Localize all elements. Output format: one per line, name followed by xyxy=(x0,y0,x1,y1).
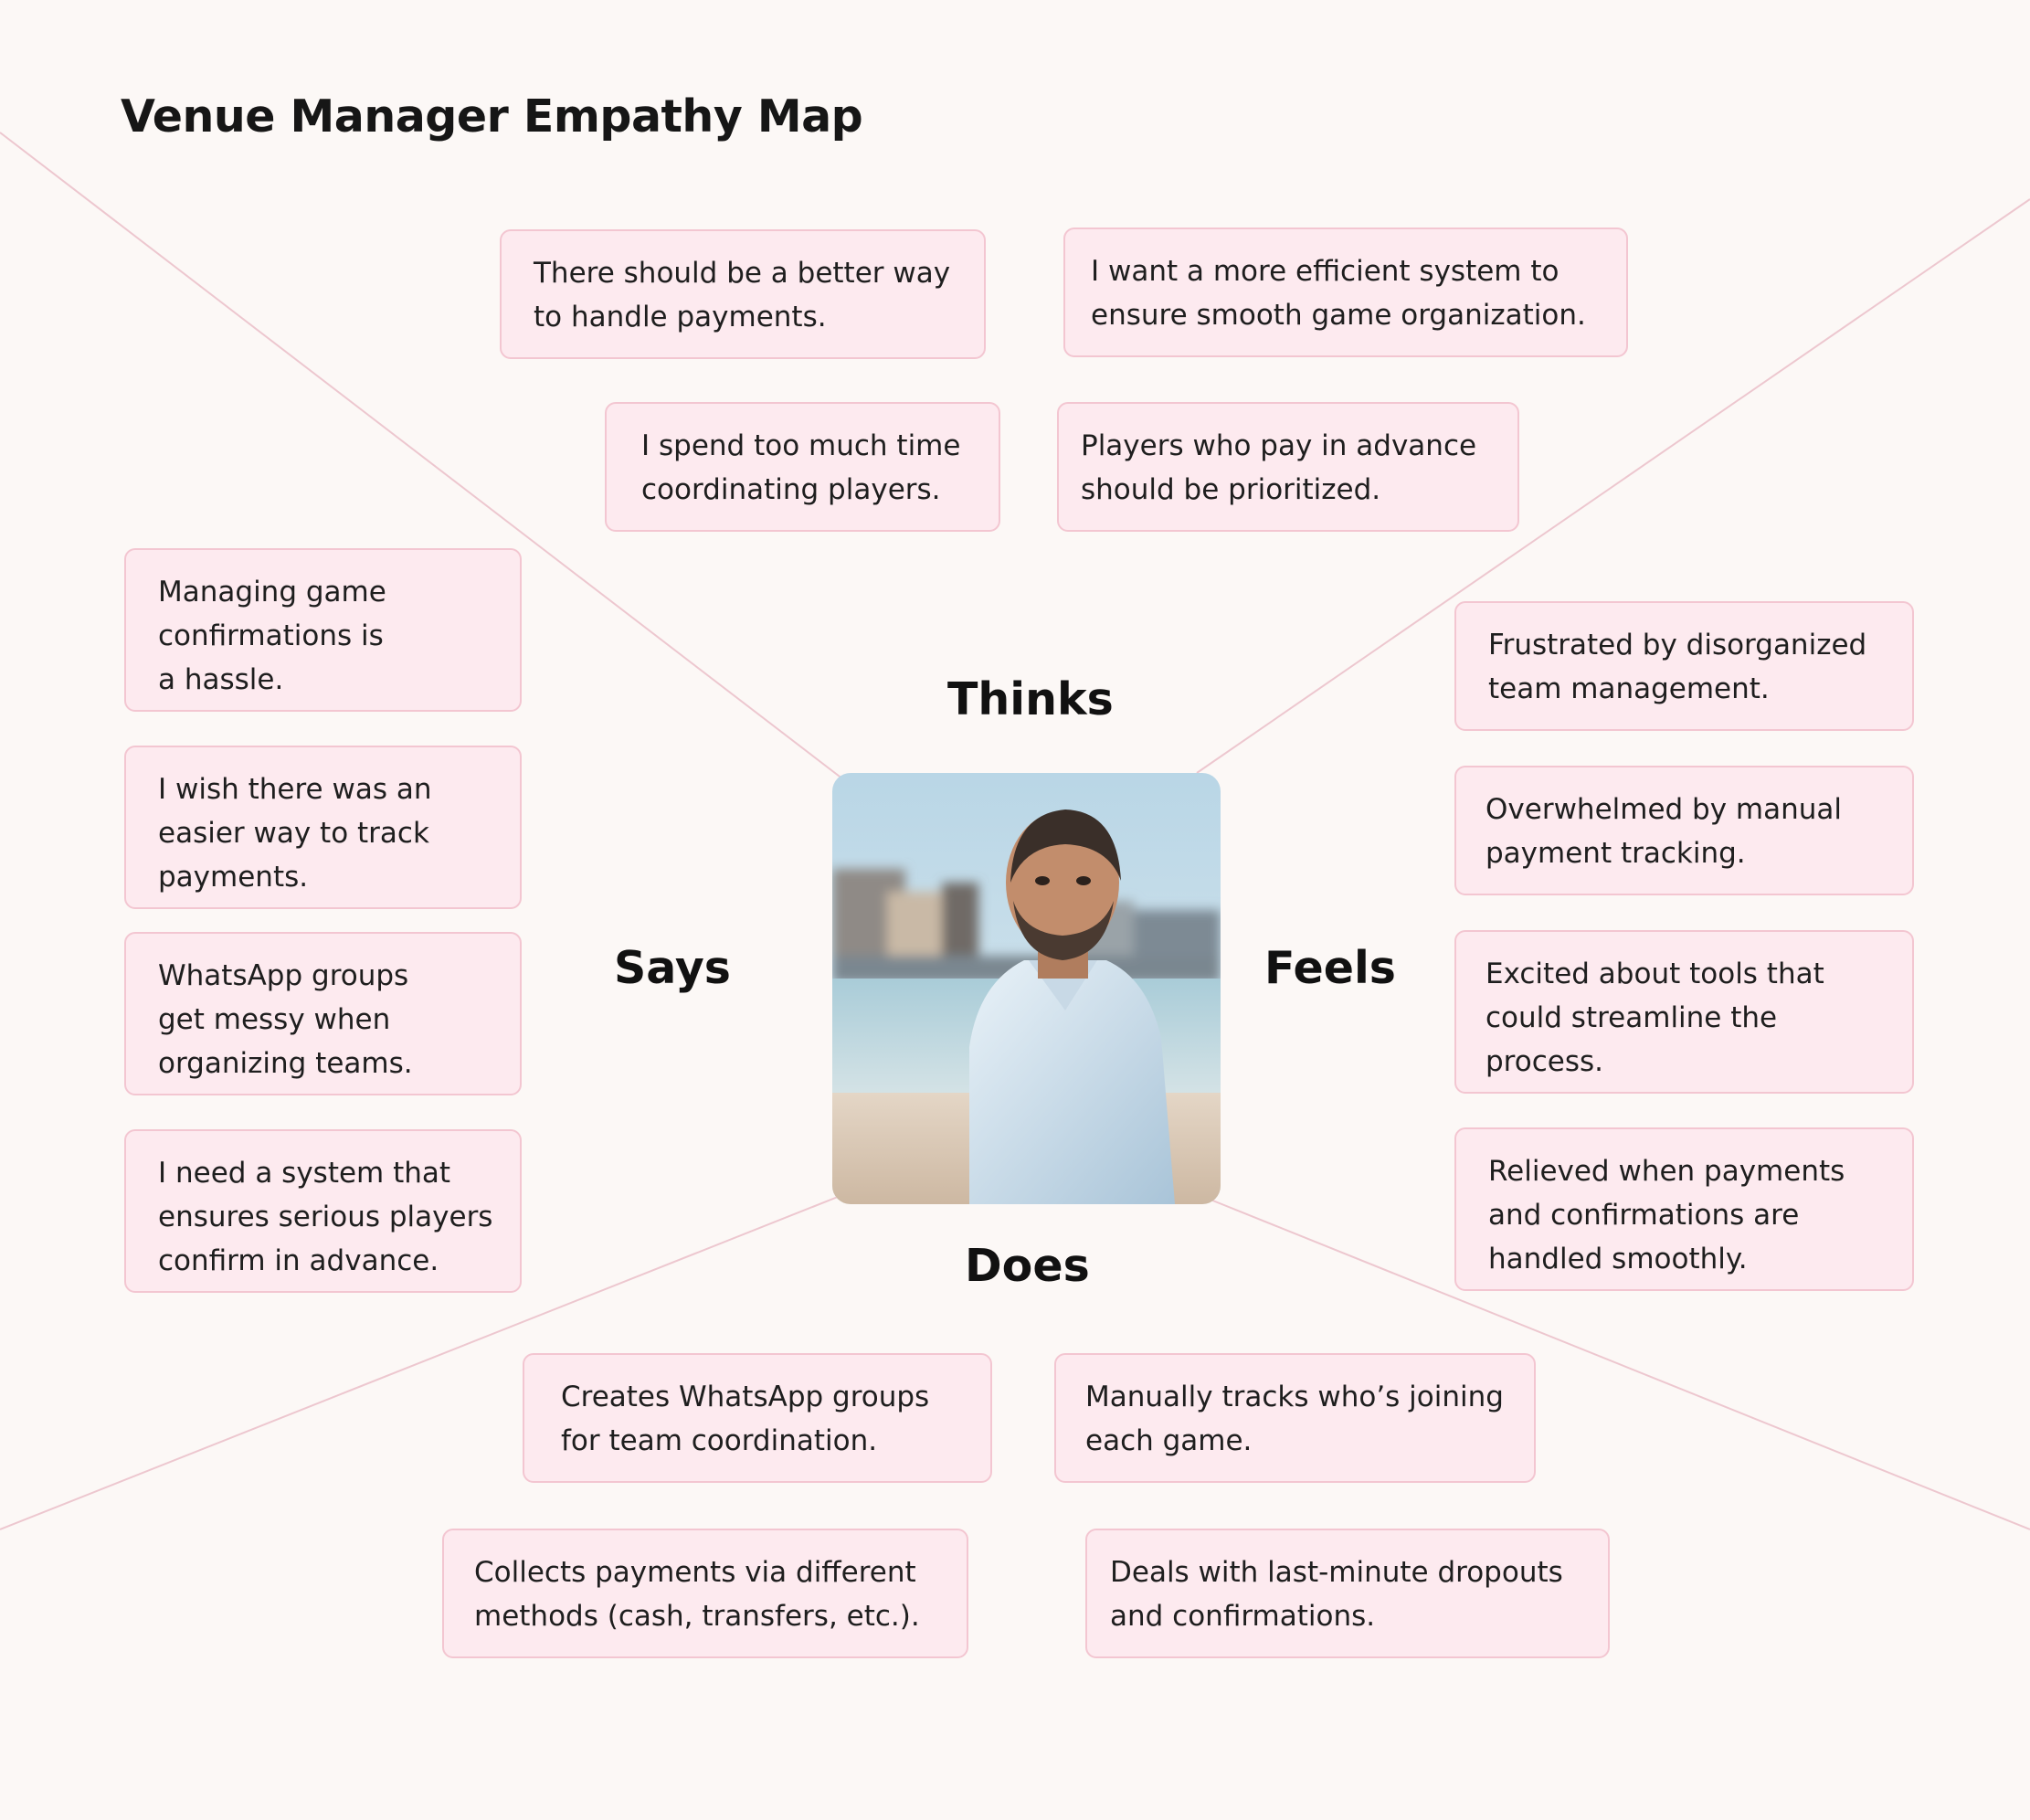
does-note: Creates WhatsApp groups for team coordin… xyxy=(523,1353,992,1483)
does-note: Collects payments via different methods … xyxy=(442,1529,968,1658)
does-note: Manually tracks who’s joining each game. xyxy=(1054,1353,1536,1483)
persona-photo xyxy=(832,773,1221,1204)
does-note: Deals with last-minute dropouts and conf… xyxy=(1085,1529,1610,1658)
divider-top-left xyxy=(0,132,860,792)
thinks-note: Players who pay in advance should be pri… xyxy=(1057,402,1519,532)
says-note: WhatsApp groups get messy when organizin… xyxy=(124,932,522,1095)
divider-top-right xyxy=(1196,198,2030,774)
divider-bottom-right xyxy=(1210,1199,2030,1530)
does-label: Does xyxy=(965,1240,1090,1292)
says-note: Managing game confirmations is a hassle. xyxy=(124,548,522,712)
says-note: I wish there was an easier way to track … xyxy=(124,746,522,909)
says-label: Says xyxy=(614,942,731,994)
thinks-label: Thinks xyxy=(947,673,1114,725)
divider-bottom-left xyxy=(0,1196,839,1530)
feels-label: Feels xyxy=(1264,942,1396,994)
feels-note: Frustrated by disorganized team manageme… xyxy=(1454,601,1914,731)
says-note: I need a system that ensures serious pla… xyxy=(124,1129,522,1293)
thinks-note: I want a more efficient system to ensure… xyxy=(1063,228,1628,357)
feels-note: Relieved when payments and confirmations… xyxy=(1454,1127,1914,1291)
thinks-note: I spend too much time coordinating playe… xyxy=(605,402,1000,532)
feels-note: Overwhelmed by manual payment tracking. xyxy=(1454,766,1914,895)
feels-note: Excited about tools that could streamlin… xyxy=(1454,930,1914,1094)
page-title: Venue Manager Empathy Map xyxy=(121,90,863,143)
thinks-note: There should be a better way to handle p… xyxy=(500,229,986,359)
